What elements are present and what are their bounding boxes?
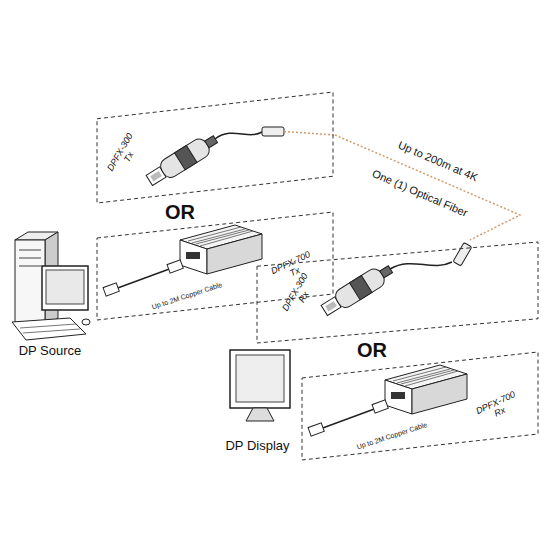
node-label: DP Display — [225, 439, 289, 453]
cable-note: Up to 2M Copper Cable — [356, 421, 428, 451]
dashed-group-box: DPFX-300 Tx — [95, 90, 335, 205]
display-node: DP Display — [215, 347, 300, 455]
display-illustration — [230, 350, 290, 421]
edge-label: Up to 200m at 4K — [394, 138, 481, 185]
device-label: DPFX-300 Rx — [280, 270, 320, 320]
dpfx-300-tx-illustration — [144, 127, 335, 189]
dashed-group-box: DPFX-300 Rx — [255, 240, 540, 345]
node-label: DP Source — [19, 344, 82, 358]
or-label: OR — [165, 201, 195, 223]
optical-fiber — [335, 135, 520, 240]
dpfx-700-rx-illustration — [308, 365, 467, 436]
dpfx-700-tx-illustration — [103, 225, 262, 296]
device-label: DPFX-700 Rx — [473, 389, 523, 426]
cable-note: Up to 2M Copper Cable — [151, 281, 223, 311]
or-label: OR — [357, 339, 387, 361]
computer-node: DP Source — [5, 225, 95, 360]
device-label: DPFX-300 Tx — [105, 130, 145, 180]
device-label: DPFX-700 Tx — [268, 249, 318, 286]
dashed-group-box: DPFX-700 Rx Up to 2M Copper Cable — [300, 350, 540, 462]
computer-illustration — [12, 232, 90, 340]
dpfx-300-rx-illustration — [319, 242, 472, 318]
